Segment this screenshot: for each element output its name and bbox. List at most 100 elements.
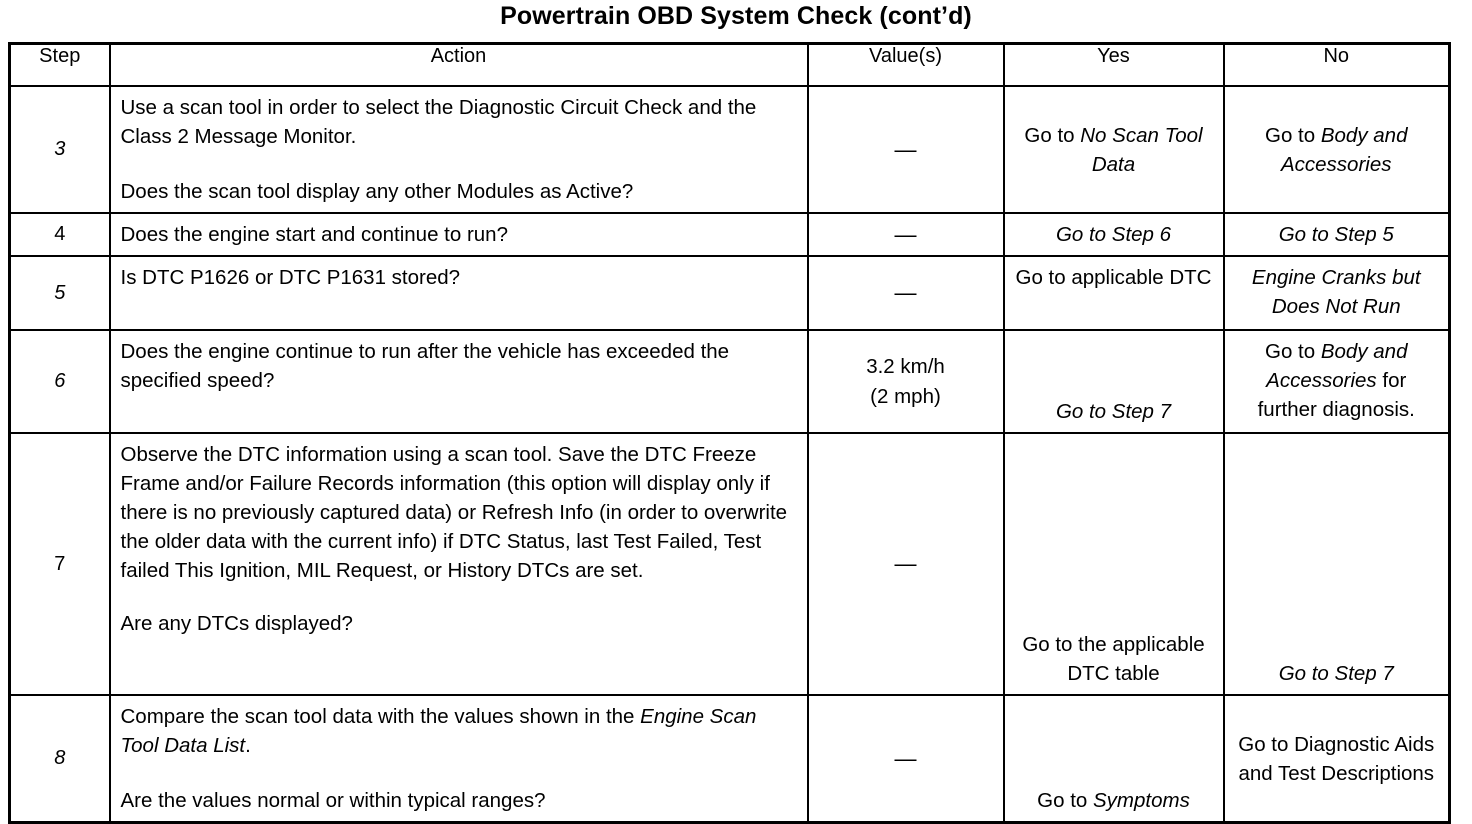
table-header-row: Step Action Value(s) Yes No xyxy=(8,42,1451,87)
value-metric: 3.2 km/h xyxy=(866,354,945,378)
no-branch: Go to Step 5 xyxy=(1235,220,1439,249)
column-header-value: Value(s) xyxy=(806,42,1005,87)
step-cell: 3 xyxy=(8,85,111,214)
no-cell: Go to Diagnostic Aids and Test Descripti… xyxy=(1222,694,1451,824)
action-cell: Does the engine continue to run after th… xyxy=(108,329,809,434)
step-number: 5 xyxy=(54,281,66,304)
step-number: 6 xyxy=(54,370,66,392)
no-branch-reference: Go to Step 7 xyxy=(1278,662,1394,685)
yes-branch-prefix: Go to xyxy=(1024,123,1081,147)
no-branch-reference: Body and Accessories xyxy=(1280,123,1408,176)
yes-cell: Go to No Scan Tool Data xyxy=(1002,85,1225,214)
action-paragraph-2: Does the scan tool display any other Mod… xyxy=(120,180,634,203)
column-header-yes: Yes xyxy=(1002,42,1225,87)
table-row: 6 Does the engine continue to run after … xyxy=(8,329,1451,434)
value-dash: — xyxy=(894,280,917,305)
no-cell: Engine Cranks but Does Not Run xyxy=(1222,255,1451,331)
action-cell: Observe the DTC information using a scan… xyxy=(108,432,809,696)
step-number: 7 xyxy=(54,552,66,575)
no-branch-reference: Engine Cranks but Does Not Run xyxy=(1251,266,1421,318)
value-dash: — xyxy=(894,551,917,576)
step-cell: 6 xyxy=(8,329,111,434)
yes-branch-prefix: Go to the applicable DTC table xyxy=(1022,633,1205,685)
action-cell: Is DTC P1626 or DTC P1631 stored? xyxy=(108,255,809,331)
table-row: 7 Observe the DTC information using a sc… xyxy=(8,432,1451,696)
yes-cell: Go to applicable DTC xyxy=(1002,255,1225,331)
no-branch: Go to Body and Accessories xyxy=(1235,121,1439,179)
value-cell: — xyxy=(806,255,1005,331)
yes-branch: Go to applicable DTC xyxy=(1015,263,1213,292)
step-cell: 8 xyxy=(8,694,111,824)
yes-cell: Go to Step 6 xyxy=(1002,212,1225,257)
table-row: 4 Does the engine start and continue to … xyxy=(8,212,1451,257)
value-cell: — xyxy=(806,85,1005,214)
no-branch: Go to Step 7 xyxy=(1235,659,1439,688)
step-number: 4 xyxy=(54,223,66,245)
action-paragraph-1: Does the engine continue to run after th… xyxy=(120,340,730,392)
action-paragraph-1: Use a scan tool in order to select the D… xyxy=(120,96,757,148)
yes-branch: Go to No Scan Tool Data xyxy=(1015,121,1213,179)
yes-cell: Go to Symptoms xyxy=(1002,694,1225,824)
table-row: 8 Compare the scan tool data with the va… xyxy=(8,694,1451,824)
table-row: 5 Is DTC P1626 or DTC P1631 stored? — xyxy=(8,255,1451,331)
action-paragraph-1: Is DTC P1626 or DTC P1631 stored? xyxy=(120,266,461,289)
yes-branch-prefix: Go to applicable DTC xyxy=(1015,266,1212,289)
action-text-pre: Compare the scan tool data with the valu… xyxy=(120,705,641,728)
yes-cell: Go to the applicable DTC table xyxy=(1002,432,1225,696)
yes-branch-reference: No Scan Tool Data xyxy=(1080,123,1203,176)
value-cell: 3.2 km/h (2 mph) xyxy=(806,329,1005,434)
yes-branch: Go to Step 7 xyxy=(1015,397,1213,426)
no-branch-prefix: Go to Diagnostic Aids and Test Descripti… xyxy=(1238,732,1435,785)
value-cell: — xyxy=(806,212,1005,257)
value-dash: — xyxy=(894,745,917,771)
no-cell: Go to Step 7 xyxy=(1222,432,1451,696)
diagnostic-table-wrapper: Step Action Value(s) Yes No 3 xyxy=(8,42,1451,824)
action-paragraph-2: Are any DTCs displayed? xyxy=(120,612,353,635)
action-reference: Engine Scan Tool Data List xyxy=(120,705,757,757)
no-branch-reference: Go to Step 5 xyxy=(1278,223,1394,246)
yes-branch-reference: Symptoms xyxy=(1093,789,1190,812)
yes-branch-prefix: Go to xyxy=(1037,789,1093,812)
page-title: Powertrain OBD System Check (cont’d) xyxy=(500,2,972,30)
column-header-step: Step xyxy=(8,42,111,87)
no-branch-suffix: for further diagnosis. xyxy=(1257,369,1415,421)
value-dash: — xyxy=(894,221,917,247)
value-imperial: (2 mph) xyxy=(870,384,941,408)
yes-cell: Go to Step 7 xyxy=(1002,329,1225,434)
yes-branch-reference: Go to Step 7 xyxy=(1055,400,1172,423)
action-paragraph-2: Are the values normal or within typical … xyxy=(120,789,546,812)
yes-branch-reference: Go to Step 6 xyxy=(1055,223,1172,246)
action-paragraph-1: Does the engine start and continue to ru… xyxy=(120,223,509,246)
document-page: Powertrain OBD System Check (cont’d) Ste… xyxy=(8,2,1451,824)
no-cell: Go to Step 5 xyxy=(1222,212,1451,257)
action-paragraph-1: Observe the DTC information using a scan… xyxy=(120,443,788,582)
powertrain-obd-check-table: Step Action Value(s) Yes No 3 xyxy=(8,42,1451,824)
step-number: 8 xyxy=(54,747,66,769)
no-cell: Go to Body and Accessories xyxy=(1222,85,1451,214)
action-cell: Compare the scan tool data with the valu… xyxy=(108,694,809,824)
yes-branch: Go to the applicable DTC table xyxy=(1015,630,1213,688)
step-cell: 5 xyxy=(8,255,111,331)
column-header-no: No xyxy=(1222,42,1451,87)
step-cell: 7 xyxy=(8,432,111,696)
no-branch-reference: Body and Accessories xyxy=(1266,340,1408,392)
action-text-post: . xyxy=(245,734,251,757)
value-cell: — xyxy=(806,432,1005,696)
step-number: 3 xyxy=(54,138,66,160)
column-header-action: Action xyxy=(108,42,809,87)
no-branch: Go to Body and Accessories for further d… xyxy=(1235,337,1439,424)
yes-branch: Go to Symptoms xyxy=(1015,786,1213,815)
action-paragraph-1: Compare the scan tool data with the valu… xyxy=(121,702,797,760)
no-branch: Go to Diagnostic Aids and Test Descripti… xyxy=(1235,730,1439,788)
yes-branch: Go to Step 6 xyxy=(1015,220,1213,249)
step-cell: 4 xyxy=(8,212,111,257)
no-branch: Engine Cranks but Does Not Run xyxy=(1235,263,1439,321)
no-branch-prefix: Go to xyxy=(1265,123,1321,147)
table-row: 3 Use a scan tool in order to select the… xyxy=(8,85,1451,214)
action-cell: Use a scan tool in order to select the D… xyxy=(108,85,809,214)
action-cell: Does the engine start and continue to ru… xyxy=(108,212,809,257)
value-cell: — xyxy=(806,694,1005,824)
no-cell: Go to Body and Accessories for further d… xyxy=(1222,329,1451,434)
value-dash: — xyxy=(894,136,917,162)
no-branch-prefix: Go to xyxy=(1265,340,1321,363)
